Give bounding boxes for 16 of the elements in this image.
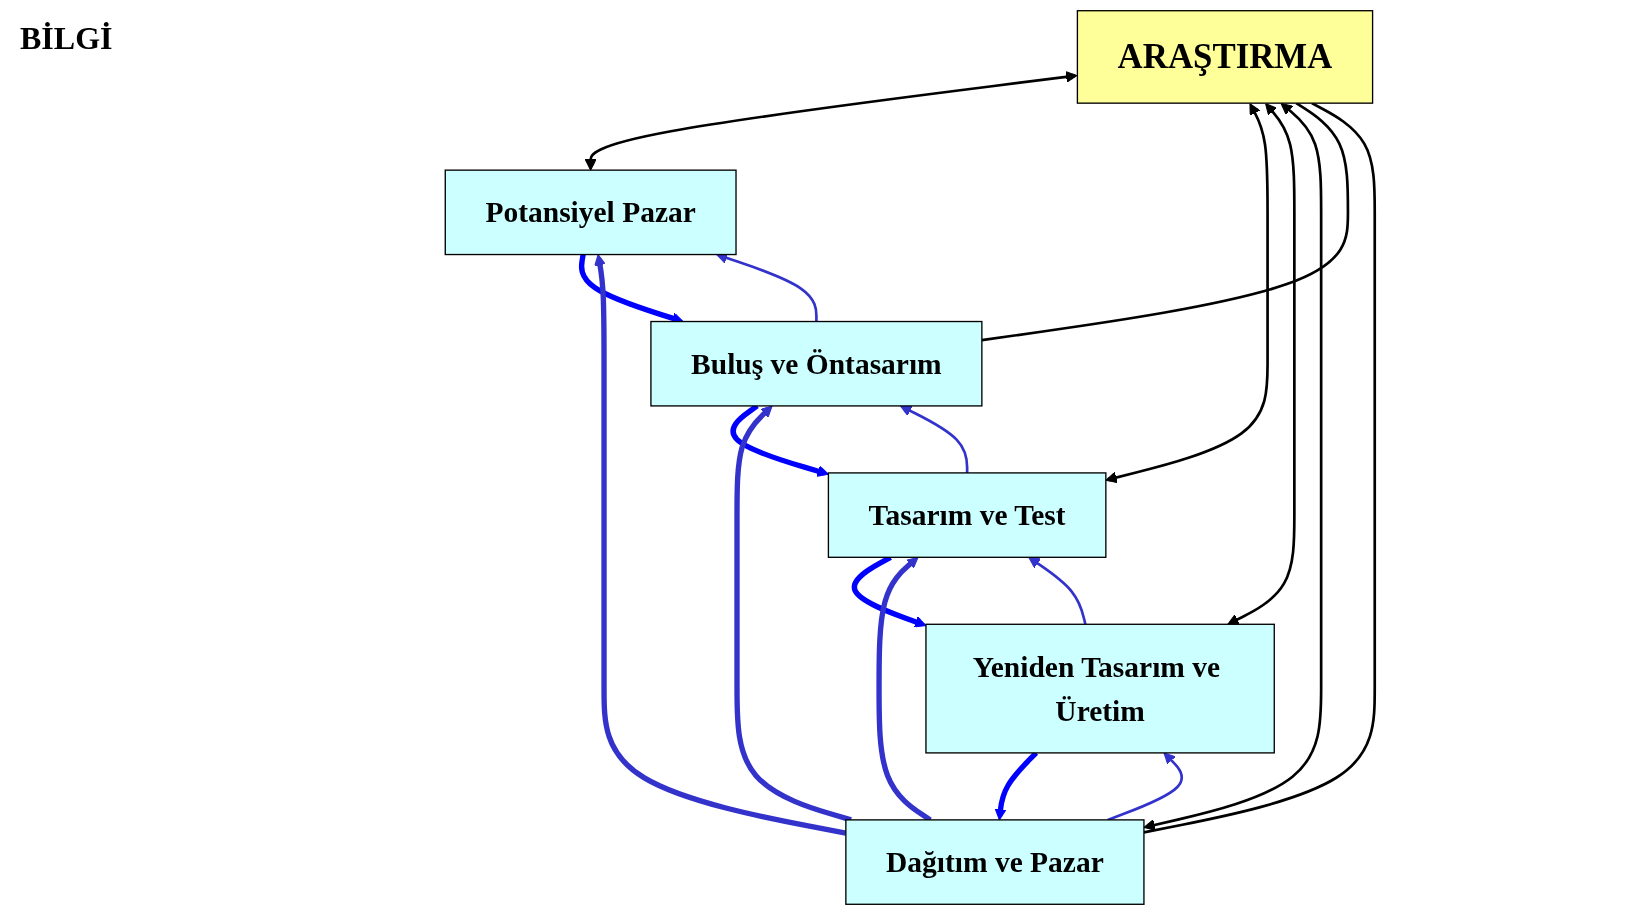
node-box: Buluş ve Öntasarım (650, 320, 983, 407)
arrow (584, 71, 1078, 171)
arrow (1105, 103, 1269, 484)
arrow (1143, 102, 1323, 831)
arrow (734, 405, 852, 823)
arrow (1028, 556, 1087, 625)
arrow (1227, 103, 1296, 625)
connector (981, 102, 1350, 342)
node-box: Dağıtım ve Pazar (845, 819, 1145, 905)
section-label: BİLGİ (20, 20, 113, 57)
node-box: Yeniden Tasarım ve Üretim (925, 623, 1275, 754)
arrow (899, 405, 969, 473)
node-box: ARAŞTIRMA (1076, 10, 1374, 104)
node-box: Potansiyel Pazar (444, 169, 737, 256)
node-box: Tasarım ve Test (827, 472, 1107, 558)
arrow (994, 751, 1039, 821)
